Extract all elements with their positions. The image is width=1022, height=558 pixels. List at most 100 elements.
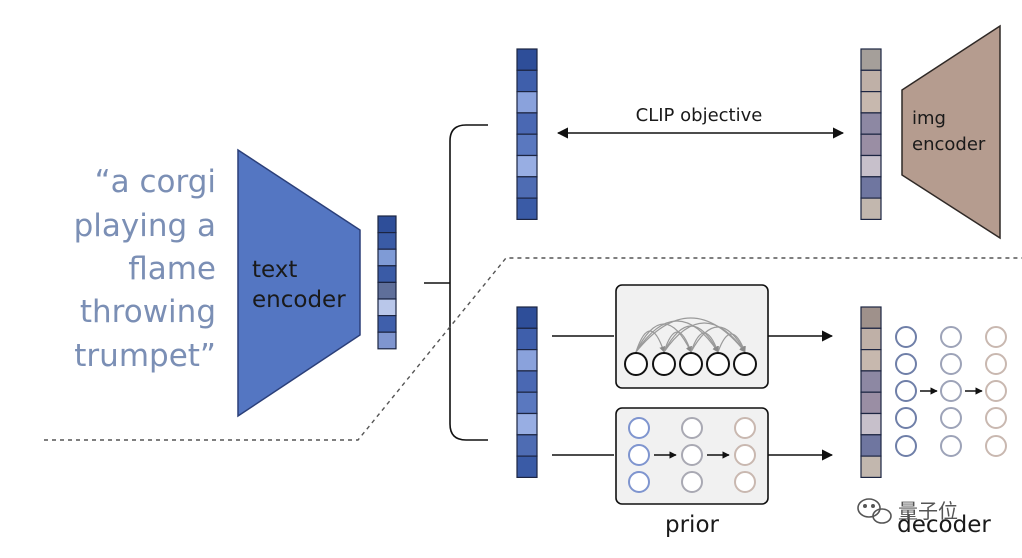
img-encoder-label-line2: encoder	[912, 134, 986, 155]
decoder-label: decoder	[897, 512, 991, 538]
embedding-cell	[516, 133, 538, 157]
embedding-cell	[860, 327, 882, 351]
embedding-cell	[860, 197, 882, 221]
embedding-cell	[516, 306, 538, 329]
autoregressive-prior-box	[615, 284, 769, 389]
clip-text-embedding	[516, 48, 538, 221]
embedding-cell	[516, 434, 538, 457]
prior-input-embedding	[516, 306, 538, 479]
decoder-node	[940, 435, 962, 457]
img-encoder-label-line1: img	[912, 108, 946, 129]
token-circles	[624, 352, 757, 376]
embedding-cell	[377, 248, 397, 267]
decoder-node	[940, 380, 962, 402]
embedding-cell	[516, 370, 538, 393]
clip-image-embedding	[860, 48, 882, 221]
token-circle	[652, 352, 676, 376]
embedding-cell	[516, 69, 538, 93]
embedding-cell	[860, 370, 882, 393]
embedding-cell	[516, 197, 538, 221]
embedding-cell	[860, 434, 882, 457]
embedding-cell	[860, 133, 882, 157]
embedding-cell	[377, 281, 397, 300]
decoder-column-1	[895, 326, 917, 457]
token-circle	[679, 352, 703, 376]
watermark: 量子位	[857, 498, 958, 524]
embedding-cell	[516, 154, 538, 178]
embedding-cell	[516, 48, 538, 71]
decoder-node	[895, 407, 917, 429]
token-circle	[706, 352, 730, 376]
text-encoder: text encoder	[237, 148, 361, 418]
decoder-column-2	[940, 326, 962, 457]
text-embedding	[377, 215, 397, 350]
embedding-cell	[377, 298, 397, 317]
caption-line: flame	[128, 251, 216, 287]
diffusion-column-1	[628, 417, 650, 493]
caption-line: “a corgi	[95, 164, 216, 200]
decoder-node	[895, 326, 917, 348]
decoder-grid	[895, 326, 1007, 457]
embedding-cell	[860, 154, 882, 178]
diffusion-column-2	[681, 417, 703, 493]
diffusion-node	[628, 444, 650, 466]
clip-objective: CLIP objective	[556, 105, 845, 139]
caption-line: throwing	[80, 294, 216, 330]
wechat-icon	[857, 498, 892, 524]
diffusion-node	[628, 417, 650, 439]
embedding-cell	[516, 112, 538, 135]
embedding-cell	[860, 391, 882, 415]
decoder-node	[895, 353, 917, 375]
diffusion-node	[734, 444, 756, 466]
embedding-cell	[516, 412, 538, 436]
embedding-cell	[516, 455, 538, 479]
decoder-node	[985, 380, 1007, 402]
decoder-node	[985, 435, 1007, 457]
embedding-cell	[516, 90, 538, 114]
decoder-node	[985, 326, 1007, 348]
embedding-cell	[377, 215, 397, 234]
branch-bracket	[449, 124, 488, 441]
embedding-cell	[860, 69, 882, 93]
token-circle	[733, 352, 757, 376]
decoder-node	[895, 435, 917, 457]
decoder-node	[940, 353, 962, 375]
diffusion-node	[734, 417, 756, 439]
diffusion-node	[681, 471, 703, 493]
diffusion-column-3	[734, 417, 756, 493]
embedding-cell	[860, 48, 882, 71]
diffusion-prior-box	[615, 407, 769, 505]
embedding-cell	[516, 327, 538, 351]
embedding-cell	[860, 412, 882, 436]
embedding-cell	[377, 232, 397, 250]
img-encoder-shape	[901, 24, 1001, 240]
embedding-cell	[860, 455, 882, 479]
diffusion-node	[628, 471, 650, 493]
text-encoder-label-line1: text	[252, 257, 297, 283]
caption: “a corgi playing a flame throwing trumpe…	[74, 164, 216, 374]
embedding-cell	[377, 265, 397, 283]
prior-label: prior	[665, 512, 720, 538]
embedding-cell	[860, 306, 882, 329]
decoder-node	[940, 407, 962, 429]
decoder-node	[985, 407, 1007, 429]
embedding-cell	[516, 349, 538, 372]
text-encoder-shape	[237, 148, 361, 418]
decoder-embedding	[860, 306, 882, 479]
watermark-text: 量子位	[898, 499, 958, 523]
caption-line: playing a	[74, 208, 216, 244]
embedding-cell	[860, 176, 882, 199]
diffusion-node	[734, 471, 756, 493]
decoder-node	[940, 326, 962, 348]
embedding-cell	[516, 176, 538, 199]
decoder-node	[895, 380, 917, 402]
decoder-column-3	[985, 326, 1007, 457]
caption-line: trumpet”	[74, 338, 216, 374]
embedding-cell	[516, 391, 538, 415]
clip-objective-label: CLIP objective	[636, 105, 763, 126]
embedding-cell	[377, 315, 397, 333]
embedding-cell	[860, 112, 882, 135]
text-encoder-label-line2: encoder	[252, 287, 346, 313]
diffusion-node	[681, 417, 703, 439]
